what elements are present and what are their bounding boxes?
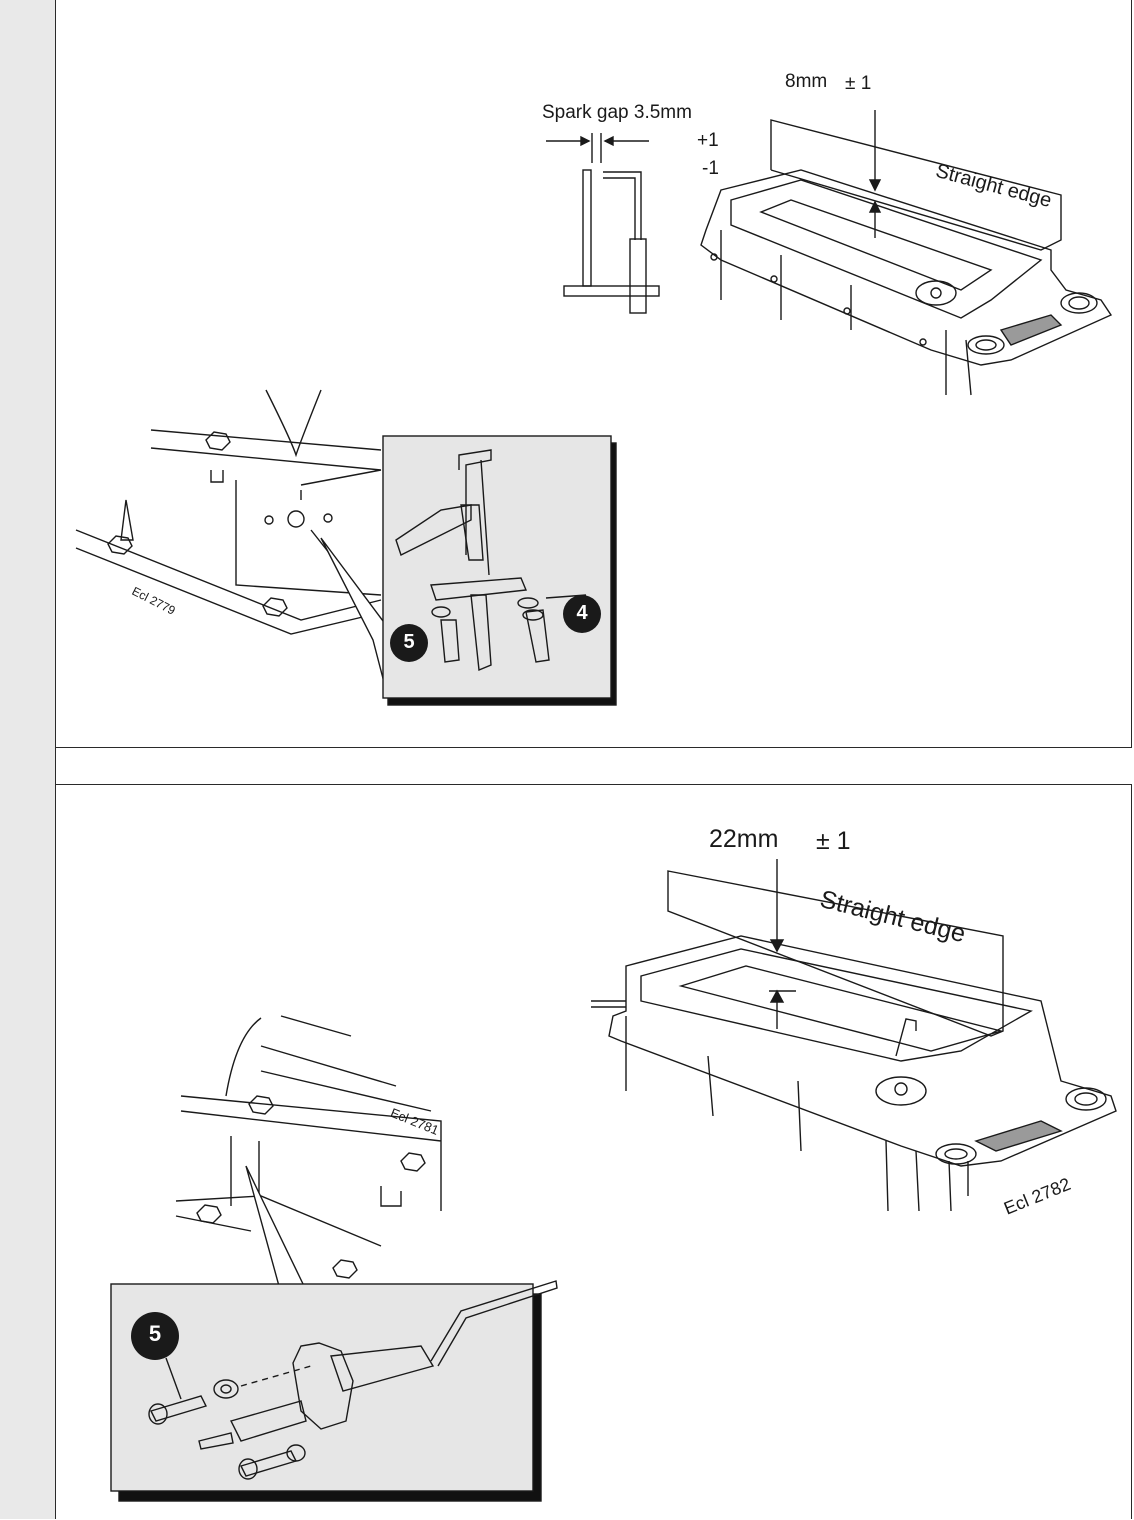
gap-dimension: 22mm	[709, 825, 779, 853]
callout-5-marker	[390, 624, 428, 662]
figure-panel-bottom: 22mm ± 1 Straight edge Ecl 2781 Ecl 2782…	[55, 784, 1132, 1519]
spark-gap-label: Spark gap 3.5mm	[542, 102, 692, 123]
callout-5-label: 5	[403, 631, 415, 653]
electrode-location-view	[75, 389, 387, 691]
burner-box-drawing-bottom	[591, 859, 1117, 1212]
electrode-inset	[382, 435, 617, 706]
tolerance-minus: -1	[702, 158, 719, 179]
top-panel-drawing	[75, 110, 1113, 706]
page-margin-strip	[0, 0, 56, 1519]
callout-4-marker	[563, 595, 601, 633]
burner-box-drawing	[700, 110, 1113, 396]
gap-dimension: 8mm	[785, 71, 828, 92]
callout-5-label: 5	[148, 1321, 162, 1346]
figure-panel-top: Spark gap 3.5mm +1 -1 8mm ± 1 Straight e…	[55, 0, 1132, 748]
electrode-location-view-bottom	[175, 1015, 442, 1287]
callout-4-label: 4	[576, 602, 588, 624]
electrode-inset-bottom	[110, 1280, 558, 1502]
bottom-panel-drawing	[110, 859, 1117, 1502]
tolerance-plus: +1	[697, 130, 719, 151]
gap-tolerance: ± 1	[816, 827, 851, 855]
callout-5-marker	[131, 1312, 179, 1360]
spark-gap-diagram	[546, 133, 660, 314]
gap-tolerance: ± 1	[845, 73, 872, 94]
